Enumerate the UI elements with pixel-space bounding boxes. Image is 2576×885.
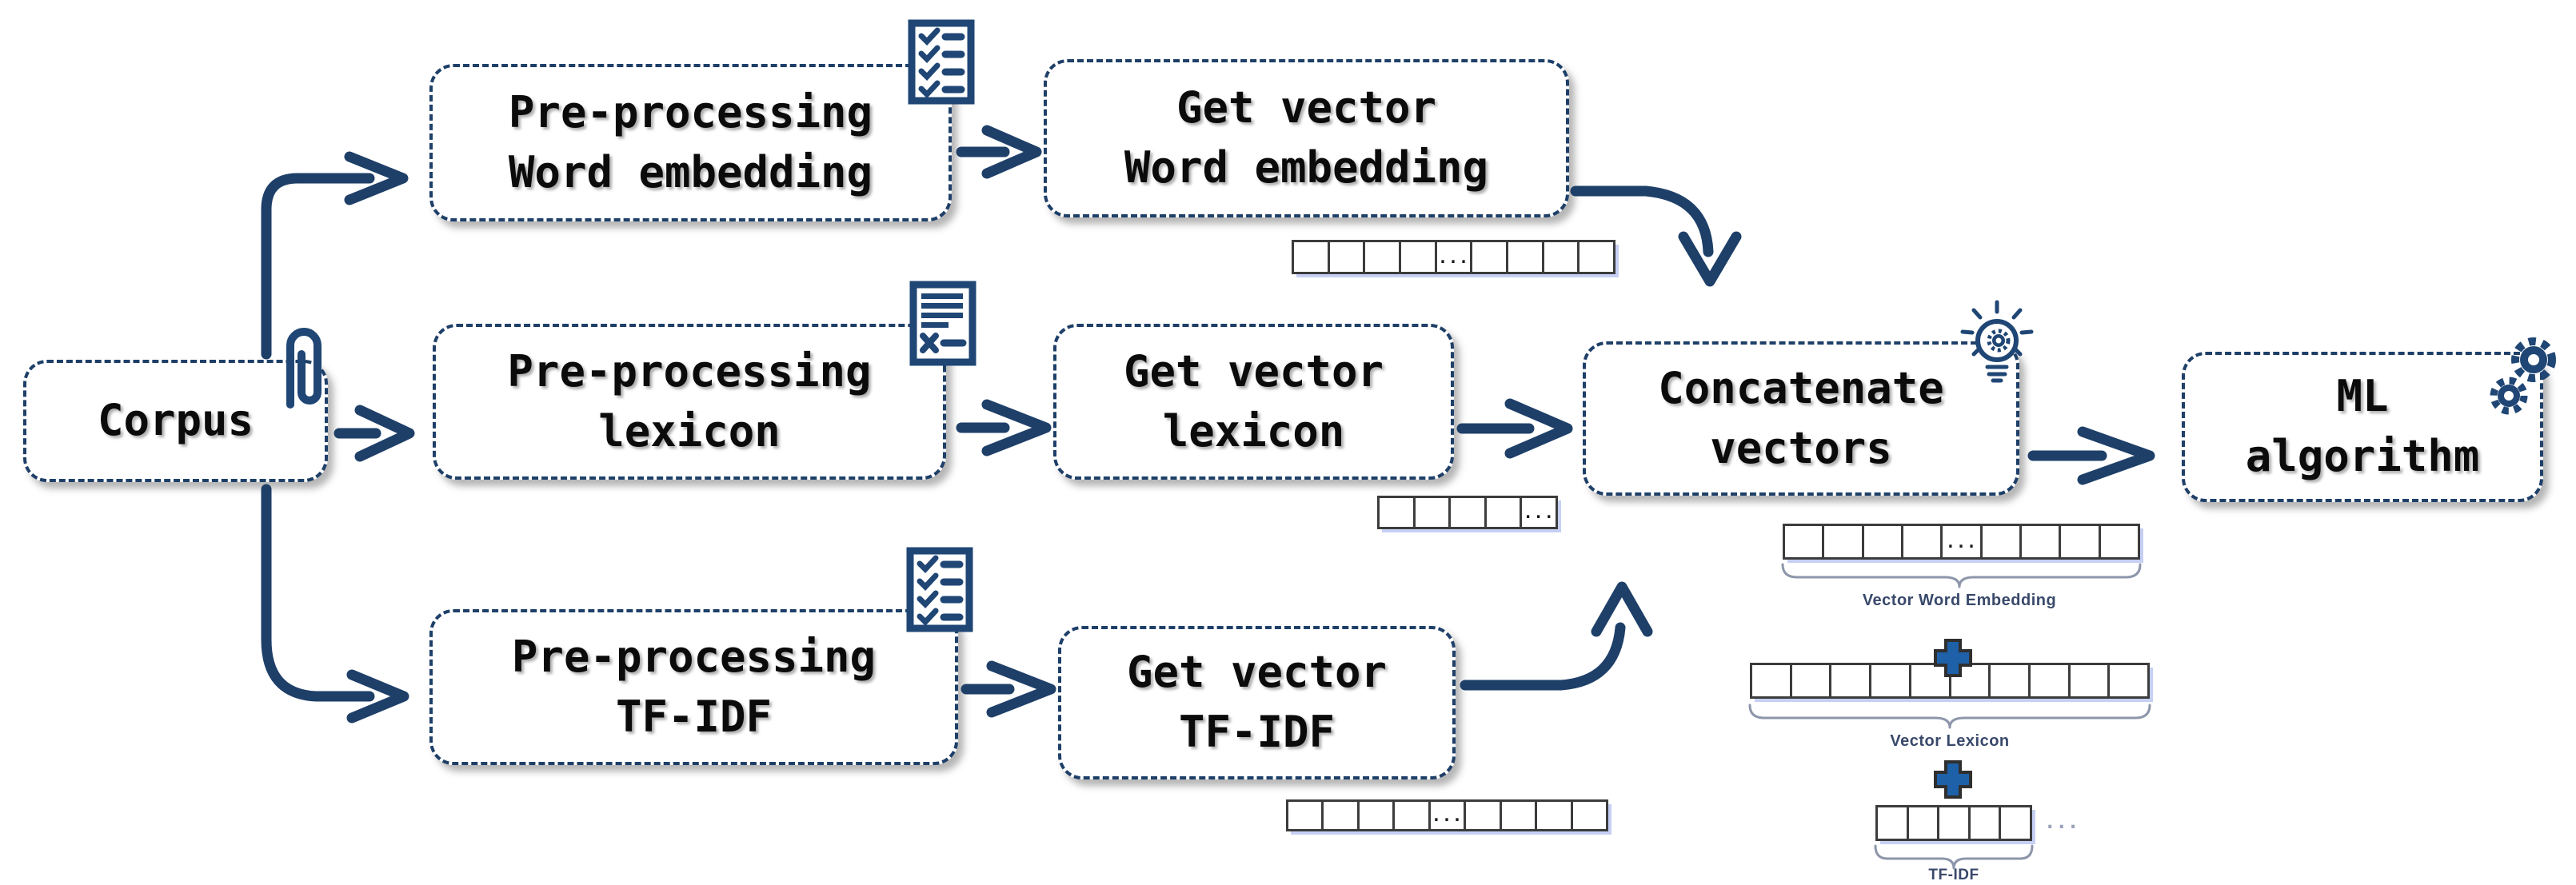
- node-label: Pre-processing: [511, 631, 877, 682]
- vector-tfidf-output: ...: [1286, 799, 1608, 831]
- vector-cell: [2100, 524, 2140, 560]
- node-label: lexicon: [598, 405, 781, 456]
- vector-cell: [1508, 240, 1544, 274]
- vector-cell: [1415, 496, 1452, 529]
- vector-cell: ...: [1522, 496, 1558, 529]
- vector-cell: [2110, 663, 2151, 699]
- vector-cell: [1292, 240, 1330, 274]
- vector-cell: [1908, 805, 1940, 841]
- vector-cell: [1939, 805, 1971, 841]
- vector-cell: [1791, 663, 1832, 699]
- node-label: Word embedding: [1124, 142, 1489, 193]
- vector-cell: [1903, 524, 1943, 560]
- vector-cell: [2001, 805, 2032, 841]
- arrow-concat-to-ml: [2027, 426, 2155, 485]
- brace-word-embedding: [1781, 563, 2142, 588]
- vector-cell: [1486, 496, 1523, 529]
- node-label: TF-IDF: [1178, 707, 1336, 757]
- vector-cell: [2030, 663, 2071, 699]
- brace-tfidf: [1874, 844, 2034, 870]
- arrow-pp-we-to-gv-we: [956, 125, 1042, 179]
- arrow-pp-lexicon-to-gv-lexicon: [956, 399, 1052, 456]
- node-preprocessing-tfidf: Pre-processing TF-IDF: [429, 609, 958, 765]
- vector-cell: [1951, 663, 1991, 699]
- vector-word-embedding-label: Vector Word Embedding: [1862, 592, 2057, 609]
- vector-cell: [1466, 799, 1502, 831]
- vector-concat-tfidf: [1875, 805, 2032, 841]
- node-get-vector-word-embedding: Get vector Word embedding: [1044, 59, 1569, 217]
- node-label: lexicon: [1162, 405, 1345, 456]
- vector-cell: [1991, 663, 2031, 699]
- node-label: Get vector: [1123, 345, 1384, 397]
- vector-cell: [1911, 663, 1951, 699]
- node-label: Get vector: [1126, 647, 1388, 698]
- vector-cell: [1401, 240, 1437, 274]
- node-label: Pre-processing: [508, 86, 873, 138]
- arrow-pp-tfidf-to-gv-tfidf: [961, 660, 1056, 718]
- node-get-vector-lexicon: Get vector lexicon: [1053, 324, 1454, 480]
- node-get-vector-tfidf: Get vector TF-IDF: [1058, 626, 1456, 779]
- node-label: Corpus: [97, 395, 254, 446]
- node-corpus: Corpus: [23, 360, 328, 482]
- node-label: Concatenate: [1658, 362, 1944, 413]
- vector-cell: [1970, 805, 2002, 841]
- vector-cell: [1783, 524, 1825, 560]
- vector-cell: ...: [1430, 799, 1467, 831]
- node-label: vectors: [1710, 422, 1892, 473]
- vector-cell: [2021, 524, 2062, 560]
- vector-cell: [1875, 805, 1909, 841]
- node-label: TF-IDF: [615, 691, 773, 742]
- vector-cell: [1824, 524, 1864, 560]
- arrow-corpus-to-pp-tfidf: [261, 484, 409, 724]
- vector-cell: ...: [1943, 524, 1983, 560]
- vector-cell: [1544, 240, 1580, 274]
- node-concatenate-vectors: Concatenate vectors: [1583, 341, 2019, 496]
- vector-cell: [2061, 524, 2101, 560]
- arrow-corpus-to-pp-we: [261, 151, 409, 360]
- brace-lexicon: [1748, 704, 2151, 729]
- vector-word-embedding-output: ...: [1292, 240, 1616, 274]
- vector-cell: [1286, 799, 1324, 831]
- node-preprocessing-word-embedding: Pre-processing Word embedding: [429, 64, 952, 221]
- vector-cell: [1472, 240, 1509, 274]
- plus-icon: [1934, 760, 1972, 799]
- vector-cell: [1572, 799, 1608, 831]
- node-ml-algorithm: ML algorithm: [2182, 352, 2543, 502]
- vector-cell: [2070, 663, 2111, 699]
- vector-cell: ...: [1436, 240, 1473, 274]
- vector-cell: [1863, 524, 1903, 560]
- vector-cell: [1324, 799, 1360, 831]
- vector-cell: [1377, 496, 1416, 529]
- arrow-corpus-to-pp-lexicon: [333, 405, 415, 462]
- vector-cell: [1982, 524, 2022, 560]
- vector-cell: [1395, 799, 1431, 831]
- vector-cell: [1501, 799, 1538, 831]
- vector-cell: [1750, 663, 1792, 699]
- node-label: Word embedding: [508, 146, 873, 197]
- vector-concat-word-embedding: ...: [1783, 524, 2140, 560]
- vector-cell: [1359, 799, 1396, 831]
- vector-concat-lexicon: [1750, 663, 2151, 699]
- vector-cell: [1537, 799, 1573, 831]
- vector-cell: [1831, 663, 1872, 699]
- vector-lexicon-label: Vector Lexicon: [1890, 732, 2010, 750]
- tfidf-ellipsis: ...: [2044, 811, 2079, 833]
- node-label: Pre-processing: [507, 345, 872, 397]
- node-label: ML: [2336, 371, 2389, 422]
- vector-cell: [1871, 663, 1911, 699]
- vector-cell: [1580, 240, 1616, 274]
- vector-cell: [1451, 496, 1487, 529]
- tfidf-label: TF-IDF: [1928, 867, 1979, 883]
- arrow-gv-lexicon-to-concat: [1456, 398, 1573, 459]
- vector-lexicon-output: ...: [1377, 496, 1558, 529]
- node-preprocessing-lexicon: Pre-processing lexicon: [433, 324, 946, 480]
- node-label: algorithm: [2245, 431, 2480, 481]
- vector-cell: [1329, 240, 1366, 274]
- arrow-gv-tfidf-to-concat: [1460, 581, 1653, 691]
- vector-cell: [1365, 240, 1402, 274]
- node-label: Get vector: [1176, 82, 1437, 134]
